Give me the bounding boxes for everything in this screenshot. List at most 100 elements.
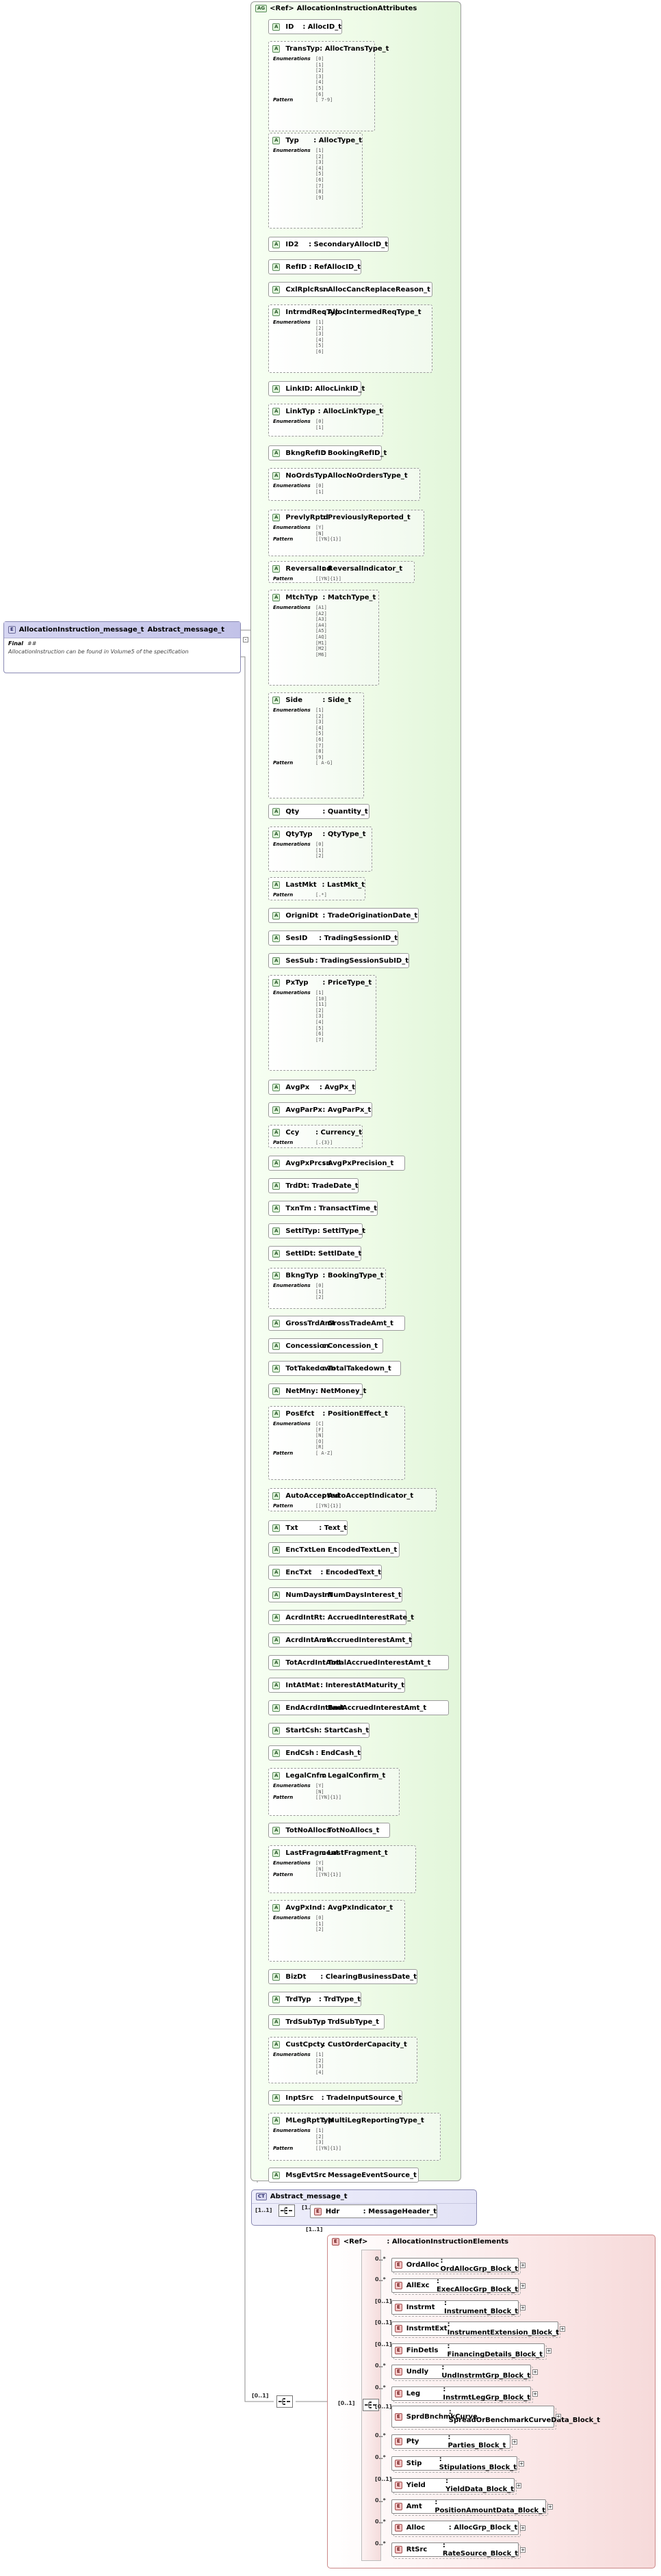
expand-toggle[interactable]: +	[516, 2482, 521, 2488]
attribute-type: : CustOrderCapacity_t	[322, 2041, 407, 2048]
expand-toggle[interactable]: +	[560, 2326, 565, 2332]
expand-toggle[interactable]: +	[520, 2525, 526, 2531]
expand-toggle[interactable]: +	[512, 2438, 517, 2445]
expand-toggle[interactable]: +	[547, 2503, 553, 2510]
attribute-type: : PreviouslyReported_t	[322, 514, 411, 521]
sequence-compositor-icon[interactable]	[278, 2204, 295, 2217]
abstract-message-box[interactable]: CT Abstract_message_t	[251, 2189, 477, 2226]
expand-toggle[interactable]: +	[520, 2547, 526, 2553]
expand-toggle[interactable]: +	[556, 2414, 561, 2419]
sequence-compositor-icon[interactable]	[276, 2395, 293, 2408]
expand-toggle[interactable]: +	[532, 2369, 538, 2375]
expand-toggle[interactable]: +	[520, 2282, 526, 2289]
collapse-toggle[interactable]: -	[243, 637, 248, 642]
sequence-compositor-icon[interactable]	[363, 2399, 379, 2411]
attribute-group-badge: AG	[255, 4, 268, 12]
attribute-badge: A	[272, 1492, 281, 1500]
expand-toggle[interactable]: +	[519, 2460, 524, 2467]
expand-toggle[interactable]: +	[520, 2262, 526, 2268]
expand-toggle[interactable]: +	[546, 2347, 552, 2354]
attribute-name: Side	[285, 697, 302, 704]
expand-toggle[interactable]: +	[532, 2391, 538, 2397]
main-element-box[interactable]: E AllocationInstruction_message_t Abstra…	[3, 621, 241, 673]
expand-toggle[interactable]: +	[520, 2304, 526, 2311]
header-element[interactable]: E Hdr : MessageHeader_t	[310, 2204, 437, 2218]
